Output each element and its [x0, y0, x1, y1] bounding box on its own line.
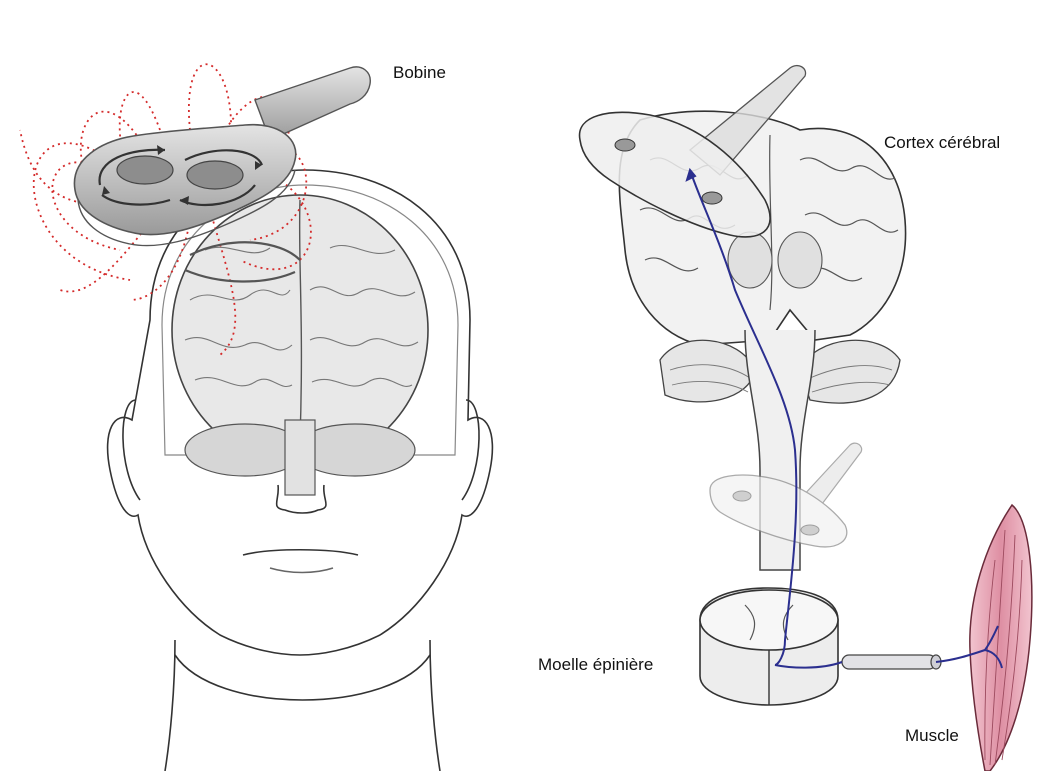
collar	[175, 655, 430, 700]
neck	[165, 640, 175, 771]
neck-right	[430, 640, 440, 771]
spinal-cord-segment	[700, 588, 838, 705]
nerve-fiber	[842, 655, 941, 669]
mouth	[243, 550, 358, 555]
muscle-label: Muscle	[905, 726, 959, 746]
coil-label: Bobine	[393, 63, 446, 83]
lower-lip	[270, 568, 333, 573]
left-ear	[123, 400, 140, 500]
muscle-illustration	[970, 505, 1032, 771]
right-ear	[462, 400, 479, 500]
spinal-cord-label: Moelle épinière	[538, 655, 653, 675]
cortex-label: Cortex cérébral	[884, 133, 1000, 153]
brain-illustration	[172, 195, 428, 495]
